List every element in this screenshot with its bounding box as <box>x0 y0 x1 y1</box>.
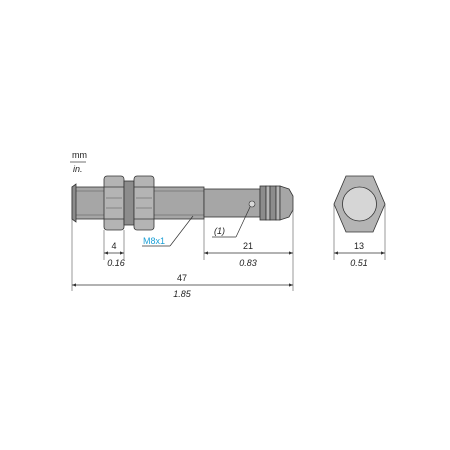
unit-inch: in. <box>73 164 83 174</box>
nut-1-body <box>103 175 125 231</box>
dim-end-length: 21 0.83 <box>204 241 293 268</box>
units-legend: mm in. <box>70 150 87 174</box>
lock-washer <box>123 180 135 226</box>
dim-nut-width: 4 0.16 <box>104 241 125 268</box>
dim-nut-width-in: 0.16 <box>107 258 125 268</box>
connector-end <box>259 185 294 221</box>
dim-hex-width-in: 0.51 <box>350 258 368 268</box>
barrel-rear-chamfer <box>71 183 77 223</box>
dim-end-length-in: 0.83 <box>239 258 257 268</box>
hex-bore <box>342 186 377 222</box>
thread-leader-line <box>169 215 194 247</box>
hex-nut-front-view <box>333 175 386 233</box>
nut-2 <box>133 175 155 231</box>
dim-total-length: 47 1.85 <box>72 273 293 299</box>
note-callout: (1) <box>212 206 251 238</box>
led-indicator <box>248 200 256 208</box>
thread-callout-label: M8x1 <box>143 236 165 246</box>
nut-2-body <box>133 175 155 231</box>
dim-total-length-in: 1.85 <box>173 289 192 299</box>
dim-total-length-mm: 47 <box>177 273 187 283</box>
connector-cap <box>279 185 294 221</box>
note-leader-line <box>235 206 251 238</box>
note-callout-label: (1) <box>214 226 225 236</box>
nut-1 <box>103 175 125 231</box>
dim-nut-width-mm: 4 <box>111 241 116 251</box>
sensor-side-view <box>71 175 294 231</box>
dim-end-length-mm: 21 <box>243 241 253 251</box>
thread-callout: M8x1 <box>142 215 194 247</box>
dim-hex-width-mm: 13 <box>354 241 364 251</box>
dim-hex-width: 13 0.51 <box>334 241 385 268</box>
unit-mm: mm <box>72 150 87 160</box>
